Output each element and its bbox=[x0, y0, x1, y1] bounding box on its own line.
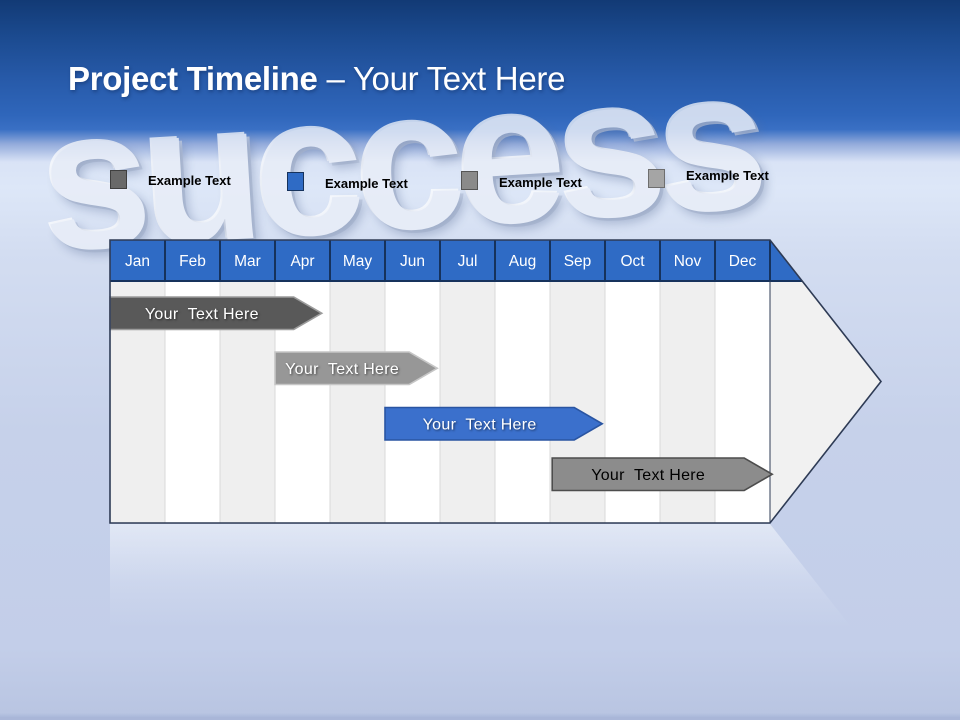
month-column bbox=[440, 281, 495, 523]
month-label: Feb bbox=[179, 253, 206, 270]
month-label: Jun bbox=[400, 253, 425, 270]
timeline-bar-label: Your Text Here bbox=[423, 416, 537, 433]
month-label: Aug bbox=[509, 253, 537, 270]
month-label: Oct bbox=[620, 253, 645, 270]
month-label: Dec bbox=[729, 253, 757, 270]
month-label: Mar bbox=[234, 253, 261, 270]
month-label: Jan bbox=[125, 253, 150, 270]
legend-swatch bbox=[648, 169, 665, 188]
timeline-outline bbox=[109, 239, 883, 524]
legend-swatch bbox=[461, 171, 478, 190]
legend-label: Example Text bbox=[325, 176, 408, 191]
legend-swatch bbox=[287, 172, 304, 191]
timeline-bar-label: Your Text Here bbox=[591, 467, 705, 484]
month-column bbox=[385, 281, 440, 523]
month-column bbox=[330, 281, 385, 523]
legend-label: Example Text bbox=[686, 168, 769, 183]
month-label: May bbox=[343, 253, 373, 270]
page-title-sub: – Your Text Here bbox=[326, 60, 566, 97]
month-label: Apr bbox=[290, 253, 314, 270]
timeline-bar bbox=[384, 406, 604, 441]
page-title-main: Project Timeline bbox=[68, 60, 318, 97]
bottom-edge-strip bbox=[0, 717, 960, 720]
legend-swatch bbox=[110, 170, 127, 189]
month-label: Nov bbox=[674, 253, 702, 270]
legend-label: Example Text bbox=[148, 173, 231, 188]
timeline-reflection bbox=[110, 524, 881, 654]
legend-label: Example Text bbox=[499, 175, 582, 190]
month-label: Jul bbox=[458, 253, 478, 270]
timeline-bar bbox=[274, 351, 439, 386]
month-column bbox=[495, 281, 550, 523]
page-title: Project Timeline– Your Text Here bbox=[68, 60, 565, 98]
month-label: Sep bbox=[564, 253, 592, 270]
timeline-clipped-group: Jan Feb Mar Apr May Jun Jul Aug Sep Oct Nov Dec bbox=[110, 240, 881, 523]
timeline-bar-label: Your Text Here bbox=[285, 361, 399, 378]
timeline-bar-label: Your Text Here bbox=[145, 306, 259, 323]
timeline-bar bbox=[551, 457, 774, 492]
